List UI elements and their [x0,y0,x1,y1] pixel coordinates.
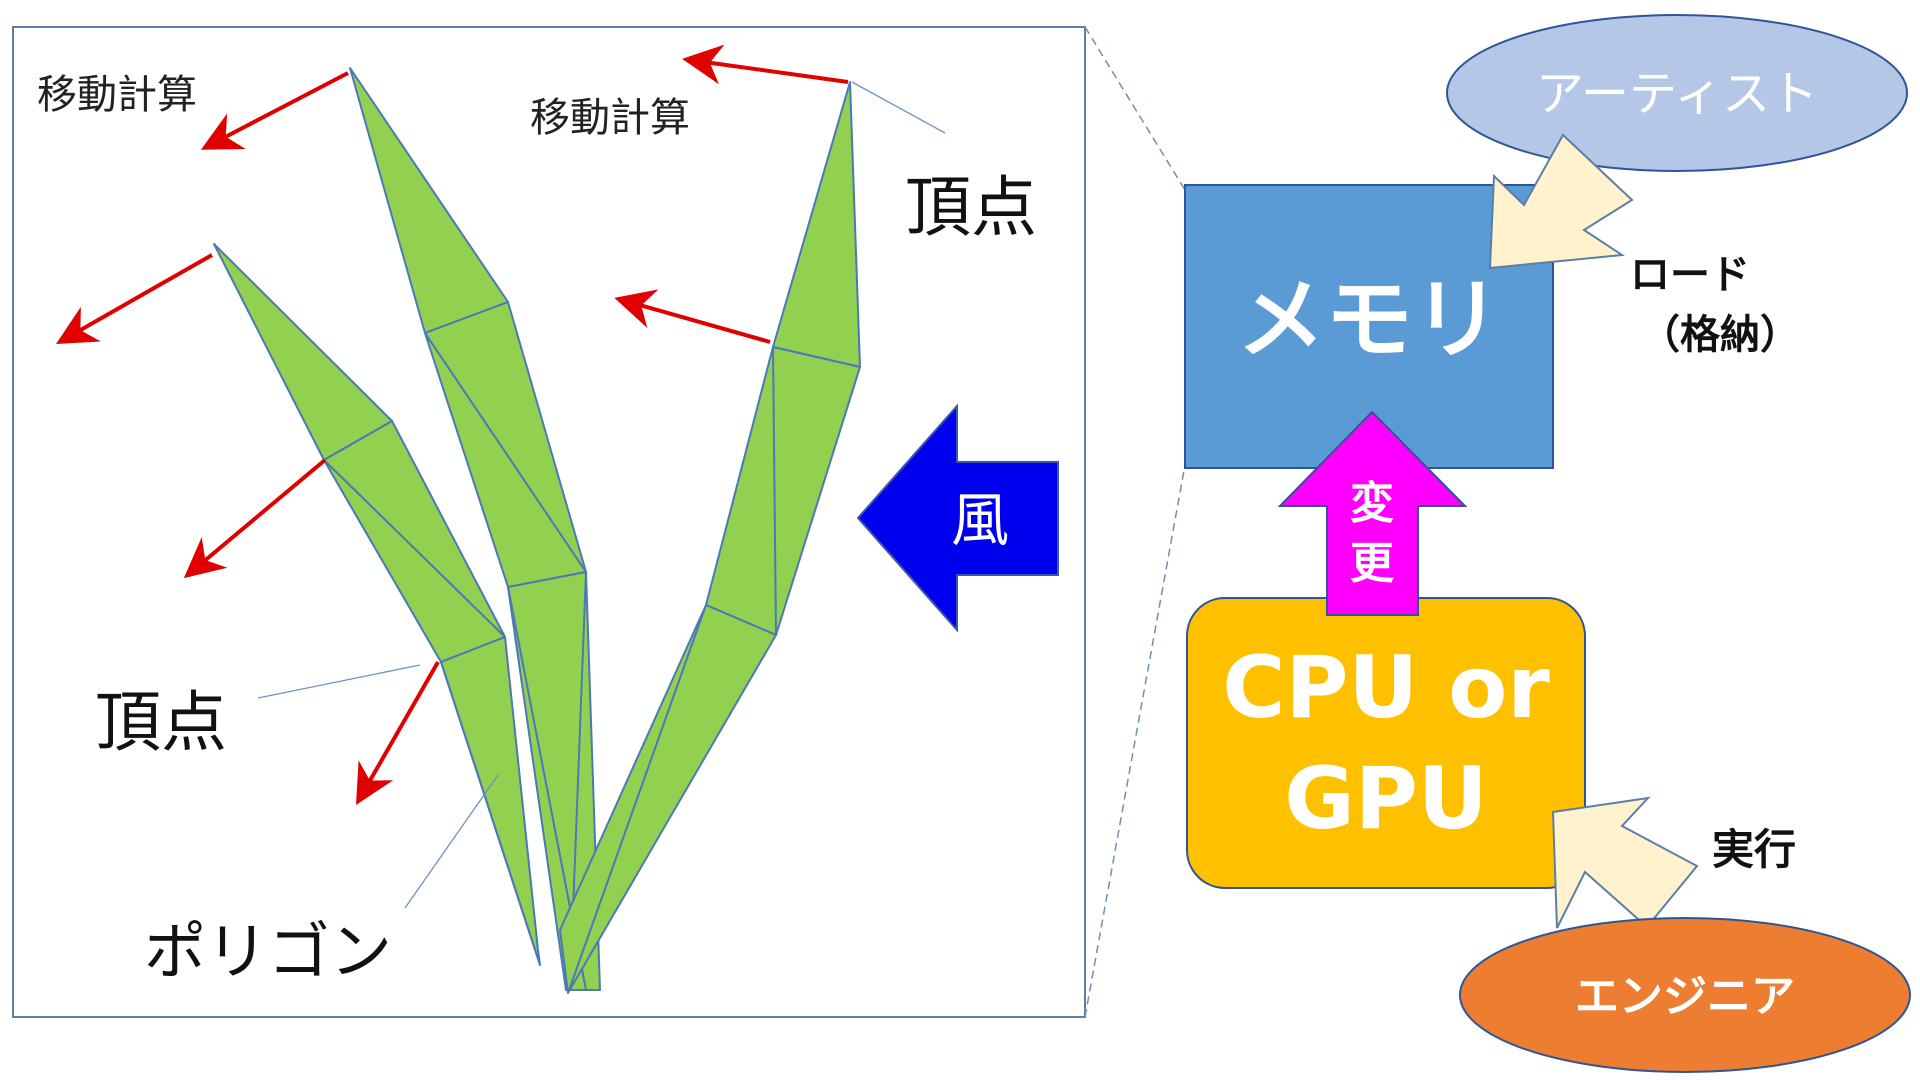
motion-arrow [183,458,327,579]
engineer-ellipse [1459,917,1911,1073]
zoom-connector-top [1084,26,1186,191]
blade-right [559,81,861,994]
grass-blades [213,67,861,994]
motion-arrow [356,661,440,805]
load-label-line1: ロード [1630,252,1750,298]
wind-label: 風 [951,486,1009,554]
artist-label: アーティスト [1536,66,1818,122]
motion-arrow [682,44,849,85]
load-label-line2: （格納） [1640,312,1800,358]
load-pointer-arrow [1488,133,1634,270]
processor-label-line1: CPU or [1222,638,1550,738]
change-arrow [1277,410,1468,616]
blade-left [213,243,541,966]
blade-middle [349,67,601,991]
motion-arrow [56,253,213,344]
callout-lines [257,81,946,909]
motion-arrows [56,44,849,805]
vertex-label-1: 頂点 [905,169,1037,246]
artist-ellipse [1446,14,1908,172]
execute-label: 実行 [1712,825,1796,874]
polygon-label: ポリゴン [144,915,392,988]
motion-arrow [200,71,349,150]
execute-arrow [1551,796,1699,929]
memory-label: メモリ [1237,268,1501,371]
processor-label-line2: GPU [1284,749,1487,849]
wind-arrow: 風 [856,403,1059,633]
change-label-line1: 変 [1350,478,1394,529]
zoom-connector-bottom [1084,464,1186,1018]
motion-arrow [614,289,771,344]
move-calc-label-1: 移動計算 [37,72,197,118]
engineer-label: エンジニア [1575,971,1795,1022]
vertex-label-2: 頂点 [95,684,227,761]
move-calc-label-2: 移動計算 [530,95,690,141]
change-label-line2: 更 [1350,538,1395,589]
